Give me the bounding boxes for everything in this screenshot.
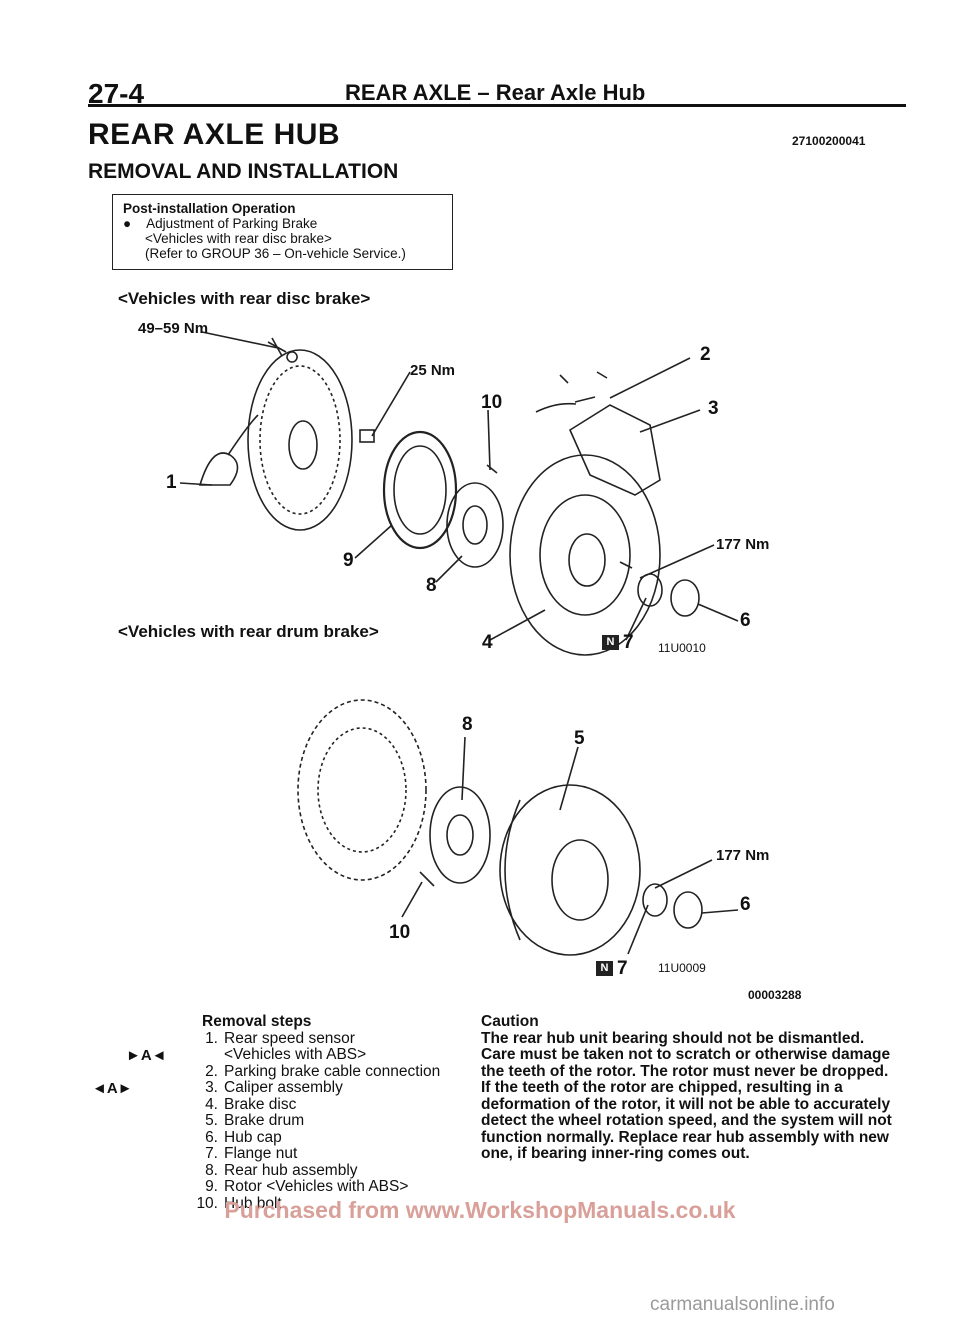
speed-sensor [198, 452, 239, 486]
brake-disc [509, 454, 661, 656]
footer-link[interactable]: Purchased from www.WorkshopManuals.co.uk [224, 1197, 736, 1223]
drum-backing-plate [297, 699, 427, 881]
callout-6: 6 [740, 610, 751, 631]
step-text: Parking brake cable connection [224, 1062, 441, 1080]
callout-7-text: 7 [623, 632, 634, 653]
step-number: 7. [205, 1145, 218, 1162]
list-item: <Vehicles with ABS> [190, 1046, 440, 1064]
hub-cap [670, 579, 700, 617]
step-text: Rear speed sensor [224, 1029, 355, 1047]
callout-5: 5 [574, 728, 585, 749]
figure-disc-caption: <Vehicles with rear disc brake> [118, 289, 371, 308]
new-part-badge: N [596, 961, 613, 977]
new-part-badge: N [602, 635, 619, 651]
callout-2: 2 [700, 344, 711, 365]
torque-label: 25 Nm [410, 362, 456, 379]
list-item: 1. Rear speed sensor [190, 1029, 440, 1048]
torque-label: 177 Nm [716, 847, 770, 864]
removal-steps-title: Removal steps [202, 1013, 312, 1030]
callout-3: 3 [708, 398, 719, 419]
list-item: 9. Rotor <Vehicles with ABS> [190, 1178, 440, 1196]
figure-drum-caption: <Vehicles with rear drum brake> [118, 622, 379, 641]
step-number: 2. [205, 1062, 218, 1080]
list-item: 4. Brake disc [190, 1095, 440, 1114]
section-subtitle: REMOVAL AND INSTALLATION [88, 160, 399, 183]
step-text: Flange nut [224, 1145, 298, 1162]
hub [446, 482, 504, 568]
service-mark: ◄A► [92, 1080, 133, 1097]
list-item: 10. Hub bolt [190, 1194, 440, 1213]
list-item: 8. Rear hub assembly [190, 1161, 440, 1180]
list-item: 2. Parking brake cable connection [190, 1062, 441, 1081]
removal-steps: Removal steps 1. Rear speed sensor <Vehic… [190, 1013, 441, 1213]
step-text: Rotor <Vehicles with ABS> [224, 1178, 409, 1195]
callout-7-text: 7 [617, 958, 628, 979]
callout-8: 8 [426, 575, 437, 596]
service-mark: ►A◄ [126, 1047, 167, 1064]
callout-10: 10 [389, 922, 411, 943]
note-line-3: (Refer to GROUP 36 – On-vehicle Service.… [145, 246, 406, 261]
note-line-1: ● Adjustment of Parking Brake [123, 216, 442, 231]
step-number: 1. [205, 1029, 218, 1047]
note-heading: Post-installation Operation [123, 201, 296, 216]
post-installation-note: Post-installation Operation ● Adjustment… [112, 194, 453, 270]
step-number: 4. [205, 1095, 218, 1113]
caution-block: Caution The rear hub unit bearing should… [481, 1013, 899, 1163]
list-item: 3. Caliper assembly [190, 1079, 440, 1097]
step-number: 9. [205, 1178, 218, 1195]
figure-code: 11U0009 [658, 961, 706, 975]
callout-9: 9 [343, 550, 354, 571]
note-line-2: <Vehicles with rear disc brake> [145, 231, 332, 246]
hub-drum [429, 786, 491, 884]
section-title: REAR AXLE HUB [88, 118, 341, 151]
backing-plate [247, 349, 353, 531]
step-number: 10. [196, 1194, 218, 1212]
step-number: 8. [205, 1161, 218, 1179]
torque-label: 177 Nm [716, 536, 770, 553]
section-code: 27100200041 [792, 134, 866, 148]
step-text: <Vehicles with ABS> [224, 1046, 367, 1063]
abs-rotor [382, 430, 458, 550]
step-number [190, 1047, 224, 1064]
callout-6: 6 [740, 894, 751, 915]
caliper [568, 404, 661, 496]
caution-text: The rear hub unit bearing should not be … [481, 1029, 892, 1162]
hub-cap-drum [673, 891, 703, 929]
list-item: 5. Brake drum [190, 1112, 440, 1130]
flange-nut [637, 573, 663, 607]
step-text: Brake drum [224, 1112, 305, 1129]
torque-label: 49–59 Nm [138, 320, 209, 337]
brake-drum [499, 784, 641, 956]
callout-4: 4 [482, 632, 493, 653]
bullet-icon: ● [123, 216, 132, 231]
step-text: Hub bolt [224, 1194, 282, 1212]
list-item: 7. Flange nut [190, 1145, 440, 1163]
list-item: 6. Hub cap [190, 1128, 440, 1147]
page-number: 27-4 [88, 78, 145, 109]
step-number: 5. [205, 1112, 218, 1129]
step-text: Rear hub assembly [224, 1161, 358, 1179]
step-text: Caliper assembly [224, 1079, 343, 1096]
callout-1: 1 [166, 472, 177, 493]
callout-10: 10 [481, 392, 503, 413]
page-header-title: REAR AXLE – Rear Axle Hub [345, 80, 646, 105]
flange-nut-drum [642, 883, 668, 917]
step-text: Brake disc [224, 1095, 297, 1113]
step-number: 3. [205, 1079, 218, 1096]
note-line-1-text: Adjustment of Parking Brake [146, 216, 318, 231]
header-rule [88, 104, 906, 107]
callout-8: 8 [462, 714, 473, 735]
step-number: 6. [205, 1128, 218, 1146]
site-watermark: carmanualsonline.info [650, 1294, 835, 1315]
caution-title: Caution [481, 1013, 539, 1030]
figure-code: 11U0010 [658, 641, 706, 655]
figure-code: 00003288 [748, 988, 802, 1002]
step-text: Hub cap [224, 1128, 282, 1146]
